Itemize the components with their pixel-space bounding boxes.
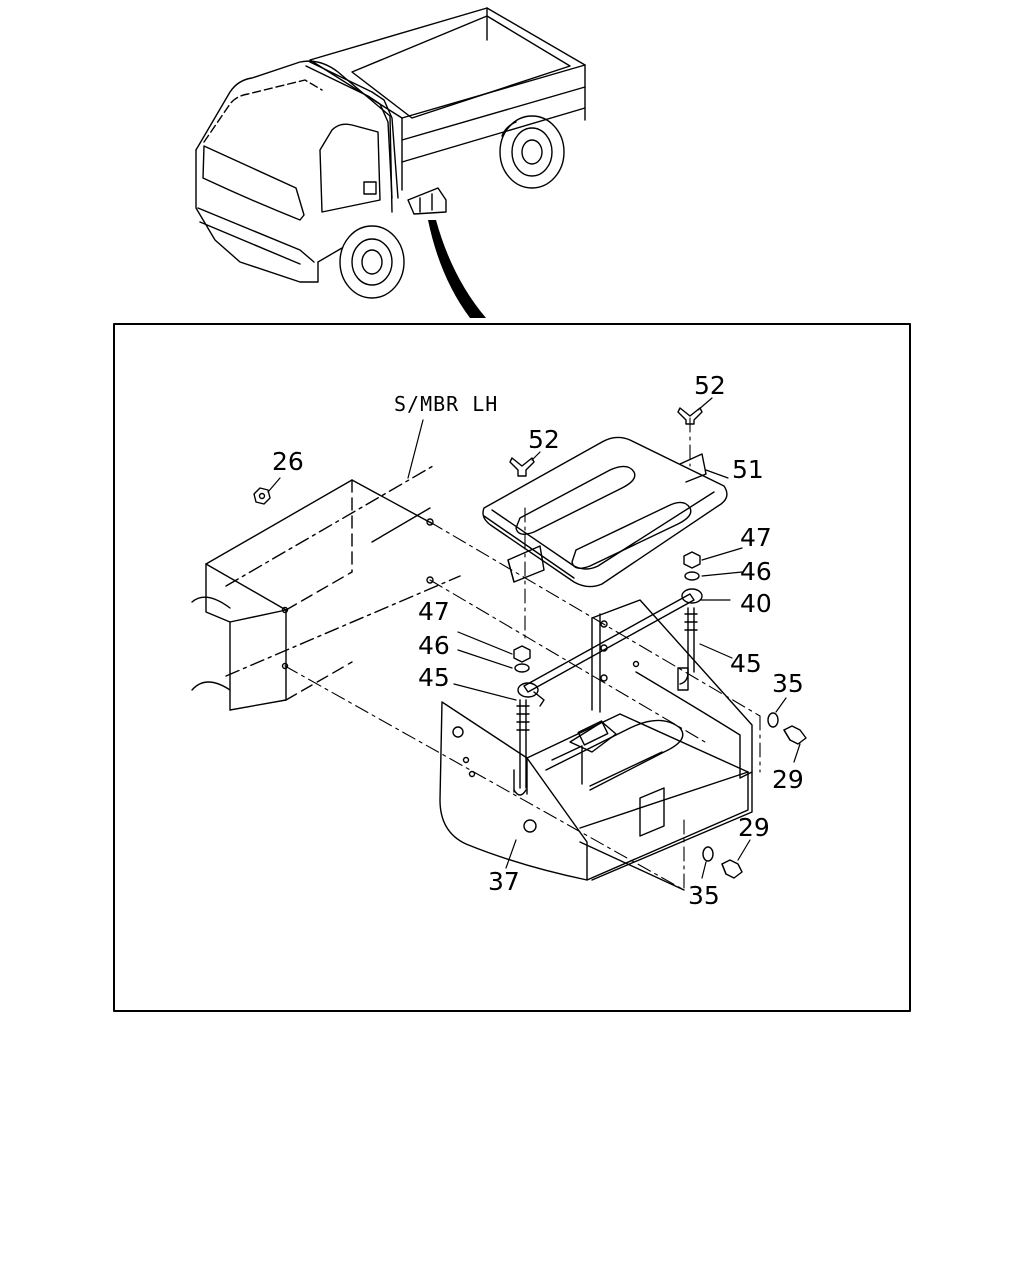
truck-overview-illustration bbox=[195, 7, 586, 318]
mounting-centerlines bbox=[284, 417, 761, 891]
callout-47-right: 47 bbox=[740, 523, 772, 552]
j-bolt-left bbox=[513, 699, 530, 796]
leader-lines bbox=[267, 397, 801, 879]
callout-52-top: 52 bbox=[694, 371, 726, 400]
battery-carrier-tray bbox=[439, 599, 753, 891]
hold-down-bar bbox=[517, 588, 703, 707]
callout-47-left: 47 bbox=[418, 597, 450, 626]
j-bolt-right bbox=[679, 607, 698, 685]
battery-location-marker bbox=[407, 187, 447, 215]
callout-35-right: 35 bbox=[772, 669, 804, 698]
nut-47-right bbox=[683, 551, 701, 569]
callout-labels: S/MBR LH 52 52 51 47 46 40 26 47 46 45 4… bbox=[272, 371, 804, 910]
callout-46-left: 46 bbox=[418, 631, 450, 660]
cargo-bed bbox=[305, 7, 586, 199]
callout-37: 37 bbox=[488, 867, 520, 896]
nut-26 bbox=[253, 487, 271, 505]
frame-label: S/MBR LH bbox=[394, 392, 498, 416]
bolt-29-right bbox=[783, 725, 807, 745]
callout-45-right: 45 bbox=[730, 649, 762, 678]
callout-29-right: 29 bbox=[772, 765, 804, 794]
battery-cover bbox=[482, 436, 728, 588]
wing-nut-52-left bbox=[509, 457, 535, 477]
front-wheel bbox=[339, 225, 405, 299]
callout-40: 40 bbox=[740, 589, 772, 618]
callout-26: 26 bbox=[272, 447, 304, 476]
side-member-lh bbox=[191, 465, 461, 711]
rear-wheel bbox=[499, 115, 565, 189]
cab bbox=[195, 60, 393, 283]
detail-leader-arrow bbox=[428, 220, 486, 318]
callout-46-right: 46 bbox=[740, 557, 772, 586]
callout-52-left: 52 bbox=[528, 425, 560, 454]
wing-nut-52-top bbox=[677, 407, 703, 425]
nut-47-left bbox=[513, 645, 531, 663]
detail-frame bbox=[113, 323, 911, 1012]
callout-51: 51 bbox=[732, 455, 764, 484]
washer-35-right bbox=[767, 712, 779, 728]
bolt-29-bottom bbox=[721, 859, 743, 879]
washer-46-right bbox=[684, 571, 700, 581]
callout-35-bottom: 35 bbox=[688, 881, 720, 910]
washer-46-left bbox=[514, 663, 530, 673]
washer-35-bottom bbox=[702, 846, 714, 862]
callout-29-bottom: 29 bbox=[738, 813, 770, 842]
callout-45-left: 45 bbox=[418, 663, 450, 692]
